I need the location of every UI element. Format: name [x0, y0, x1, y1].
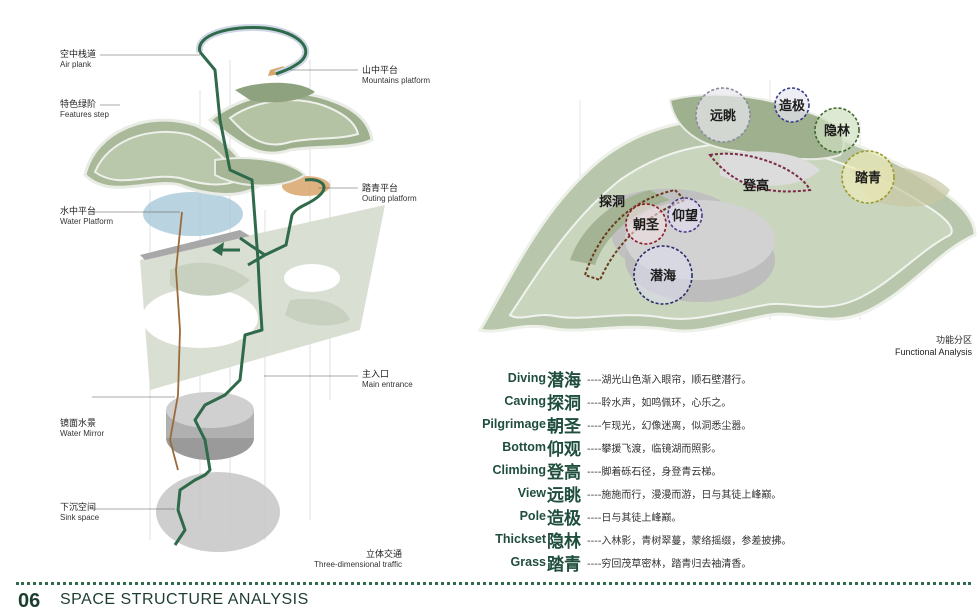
callout-zh: 下沉空间 — [60, 503, 97, 513]
legend-row: Bottom 仰观 ----攀援飞渡，临镜湖而照影。 — [482, 436, 722, 460]
legend-desc: ----攀援飞渡，临镜湖而照影。 — [587, 443, 722, 455]
callout-en: Mountains platform — [362, 76, 431, 85]
callout-sink-space: 下沉空间 Sink space — [60, 503, 99, 523]
water-platform-disc — [143, 192, 243, 236]
legend-en: Grass — [510, 555, 546, 569]
legend-zh: 隐林 — [547, 531, 581, 552]
secondary-route — [169, 211, 183, 471]
callout-zh: 踏青平台 — [362, 184, 399, 194]
caption-en: Functional Analysis — [894, 347, 972, 357]
callout-mountains-platform: 山中平台 Mountains platform — [362, 66, 430, 86]
legend-en: Thickset — [495, 532, 546, 546]
legend-desc: ----穷回茂草密林，踏青归去袖清香。 — [587, 558, 752, 570]
legend-zh: 踏青 — [547, 554, 581, 575]
legend-en: Pilgrimage — [482, 417, 546, 431]
callout-water-mirror: 镜面水景 Water Mirror — [60, 419, 104, 439]
callout-en: Water Mirror — [60, 429, 105, 438]
legend-desc: ----脚着砾石径，身登青云梯。 — [587, 466, 722, 478]
callout-zh: 水中平台 — [60, 207, 97, 217]
legend-row: Caving 探洞 ----聆水声，如鸣佩环，心乐之。 — [482, 390, 732, 414]
zone-pilgrimage-circle: 朝圣 — [625, 203, 667, 245]
callout-features-step: 特色绿阶 Features step — [60, 100, 109, 120]
page-number: 06 — [18, 590, 41, 612]
legend-row: Pole 造极 ----日与其徒上峰巅。 — [482, 505, 682, 529]
legend-row: Grass 踏青 ----穷回茂草密林，踏青归去袖清香。 — [482, 551, 752, 575]
legend-row: Climbing 登高 ----脚着砾石径，身登青云梯。 — [482, 459, 722, 483]
page-title: SPACE STRUCTURE ANALYSIS — [60, 591, 309, 608]
zone-thickset-circle: 隐林 — [814, 107, 860, 153]
main-circulation-route — [173, 51, 264, 546]
functional-analysis-diagram: 远眺 造极 隐林 踏青 登高 探洞 朝圣 仰望 潜海 — [477, 80, 977, 333]
zone-view-circle: 远眺 — [695, 87, 751, 143]
caption-zh: 立体交通 — [365, 550, 402, 560]
zone-label-caving: 探洞 — [599, 194, 625, 210]
legend-row: Thickset 隐林 ----入林影，青树翠蔓，蒙络摇缀，参差披拂。 — [482, 528, 792, 552]
legend-row: Diving 潜海 ----湖光山色渐入眼帘，顺石壁潜行。 — [482, 367, 752, 391]
legend-en: Pole — [519, 509, 546, 523]
legend-desc: ----聆水声，如鸣佩环，心乐之。 — [587, 397, 732, 409]
callout-en: Water Platform — [60, 217, 114, 226]
zone-label: 隐林 — [824, 123, 850, 139]
legend-zh: 远眺 — [547, 485, 581, 506]
air-plank-route — [198, 25, 308, 76]
zone-grass-circle: 踏青 — [841, 150, 895, 204]
footer-divider — [16, 582, 971, 588]
sink-space-disc — [156, 472, 280, 552]
legend-en: Diving — [507, 371, 546, 385]
callout-zh: 镜面水景 — [60, 419, 97, 429]
legend-desc: ----乍现光，幻像迷离，似洞悉尘嚣。 — [587, 420, 752, 432]
callout-main-entrance: 主入口 Main entrance — [362, 370, 413, 390]
legend-zh: 潜海 — [547, 370, 581, 391]
three-dimensional-traffic-diagram — [83, 23, 385, 552]
zone-label: 潜海 — [650, 268, 676, 284]
caption-zh: 功能分区 — [935, 336, 972, 346]
callout-en: Outing platform — [362, 194, 417, 203]
zone-label: 踏青 — [855, 170, 881, 186]
legend-desc: ----湖光山色渐入眼帘，顺石壁潜行。 — [587, 374, 752, 386]
legend-desc: ----施施而行，漫漫而游，日与其徒上峰巅。 — [587, 489, 782, 501]
callout-en: Air plank — [60, 60, 92, 69]
callout-outing-platform: 踏青平台 Outing platform — [362, 184, 417, 204]
legend-desc: ----日与其徒上峰巅。 — [587, 512, 682, 524]
zone-label: 造极 — [779, 98, 806, 114]
legend-zh: 造极 — [547, 508, 581, 529]
legend-en: Climbing — [492, 463, 546, 477]
callout-air-plank: 空中栈道 Air plank — [60, 50, 96, 70]
zone-label: 远眺 — [710, 108, 736, 124]
zone-path-climbing — [708, 152, 812, 193]
callout-en: Features step — [60, 110, 109, 119]
callout-water-platform: 水中平台 Water Platform — [60, 207, 113, 227]
callout-zh: 空中栈道 — [60, 50, 97, 60]
callout-zh: 主入口 — [362, 370, 390, 380]
legend-row: View 远眺 ----施施而行，漫漫而游，日与其徒上峰巅。 — [482, 482, 782, 506]
right-diagram-caption: 功能分区 Functional Analysis — [895, 336, 972, 358]
legend-en: Bottom — [502, 440, 546, 454]
legend-zh: 登高 — [547, 462, 581, 483]
water-mirror-disc — [166, 392, 254, 428]
zone-pole-circle: 造极 — [774, 87, 810, 123]
legend-zh: 仰观 — [547, 439, 581, 460]
features-step-terrain — [83, 82, 374, 196]
zone-path-caving — [583, 188, 687, 282]
callout-en: Sink space — [60, 513, 100, 522]
zone-label: 仰望 — [672, 208, 698, 224]
zone-label-climbing: 登高 — [742, 178, 769, 194]
legend-row: Pilgrimage 朝圣 ----乍现光，幻像迷离，似洞悉尘嚣。 — [482, 413, 752, 437]
legend-en: View — [517, 486, 546, 500]
legend-zh: 朝圣 — [547, 416, 581, 437]
zone-bottom-circle: 仰望 — [667, 197, 703, 233]
left-diagram-caption: 立体交通 Three-dimensional traffic — [292, 550, 402, 570]
zone-label: 朝圣 — [633, 217, 660, 233]
legend-desc: ----入林影，青树翠蔓，蒙络摇缀，参差披拂。 — [587, 535, 792, 547]
callout-en: Main entrance — [362, 380, 413, 389]
callout-zh: 特色绿阶 — [60, 100, 97, 110]
callout-zh: 山中平台 — [362, 66, 399, 76]
zone-diving-circle: 潜海 — [633, 245, 693, 305]
caption-en: Three-dimensional traffic — [314, 560, 402, 569]
legend-zh: 探洞 — [547, 393, 581, 414]
legend-en: Caving — [504, 394, 546, 408]
